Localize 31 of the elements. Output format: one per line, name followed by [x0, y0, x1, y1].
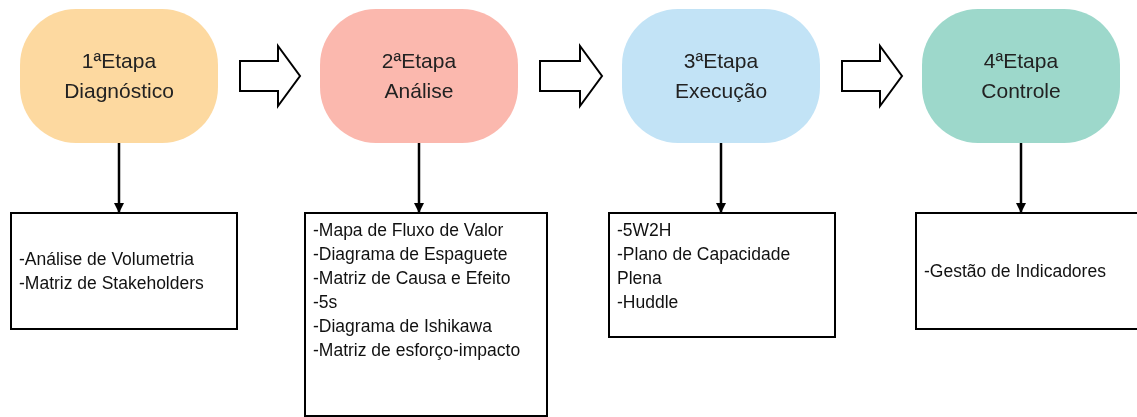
list-item: -Plano de Capacidade Plena: [617, 243, 792, 290]
block-arrow: [539, 42, 604, 110]
arrow: [716, 143, 726, 213]
list-item: -5s: [313, 291, 339, 314]
list-item: -Huddle: [617, 291, 680, 314]
tool-list-box: [10, 212, 238, 330]
tool-list-box: [608, 212, 836, 338]
list-item: -Análise de Volumetria: [19, 248, 196, 271]
list-item: -Mapa de Fluxo de Valor: [313, 219, 505, 242]
list-item: -Gestão de Indicadores: [924, 260, 1107, 283]
list-item: -5W2H: [617, 219, 673, 242]
list-item: -Matriz de esforço-impacto: [313, 339, 522, 362]
stage-number: 4ªEtapa: [983, 48, 1059, 74]
stage-title: Diagnóstico: [64, 78, 174, 104]
block-arrow: [239, 42, 302, 110]
block-arrow: [841, 42, 904, 110]
stage-title: Controle: [981, 78, 1061, 104]
list-item: -Diagrama de Espaguete: [313, 243, 509, 266]
list-item: -Diagrama de Ishikawa: [313, 315, 493, 338]
tool-list-box: [304, 212, 548, 417]
tool-list-box: [915, 212, 1137, 330]
stage-number: 3ªEtapa: [683, 48, 759, 74]
stage-title: Análise: [384, 78, 454, 104]
list-item: -Matriz de Causa e Efeito: [313, 267, 512, 290]
stage-title: Execução: [674, 78, 768, 104]
list-item: -Matriz de Stakeholders: [19, 272, 205, 295]
stage-number: 2ªEtapa: [381, 48, 457, 74]
arrow: [1016, 143, 1026, 213]
arrow: [414, 143, 424, 213]
arrow: [114, 143, 124, 213]
stage-number: 1ªEtapa: [81, 48, 157, 74]
